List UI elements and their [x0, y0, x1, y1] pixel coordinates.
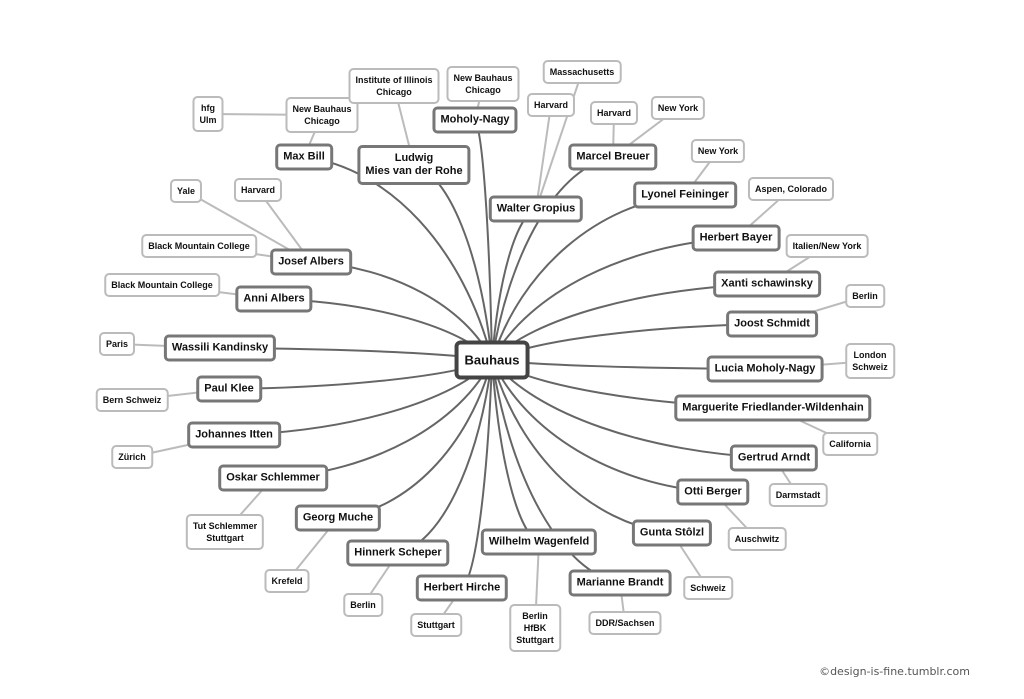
node-oskar-schlemmer[interactable]: Oskar Schlemmer — [218, 464, 328, 492]
node-georg-muche-krefeld[interactable]: Krefeld — [264, 569, 310, 593]
node-gunta-st-lzl-schweiz[interactable]: Schweiz — [683, 576, 733, 600]
edge-bauhaus-wilhelm-wagenfeld — [491, 359, 540, 543]
node-johannes-itten[interactable]: Johannes Itten — [187, 421, 281, 449]
edge-bauhaus-walter-gropius — [491, 208, 537, 361]
node-josef-albers[interactable]: Josef Albers — [270, 248, 352, 276]
node-herbert-hirche-stuttgart[interactable]: Stuttgart — [410, 613, 462, 637]
node-max-bill[interactable]: Max Bill — [275, 143, 333, 171]
node-hfg-ulm[interactable]: hfg Ulm — [192, 96, 224, 132]
node-walter-gropius-massachusetts[interactable]: Massachusetts — [542, 60, 622, 84]
node-paul-klee-bern-schweiz[interactable]: Bern Schweiz — [95, 388, 169, 412]
node-wassili-kandinsky[interactable]: Wassili Kandinsky — [163, 334, 277, 362]
node-lucia-moholy-nagy-london-schweiz[interactable]: London Schweiz — [845, 343, 895, 379]
edge-bauhaus-gertrud-arndt — [491, 359, 775, 459]
node-xanti-schawinsky-italien-new-york[interactable]: Italien/New York — [785, 234, 869, 258]
node-gunta-st-lzl[interactable]: Gunta Stôlzl — [631, 519, 713, 547]
node-lyonel-feininger[interactable]: Lyonel Feininger — [633, 181, 737, 209]
node-georg-muche[interactable]: Georg Muche — [294, 504, 382, 532]
node-joost-schmidt-berlin[interactable]: Berlin — [845, 284, 885, 308]
node-otti-berger[interactable]: Otti Berger — [676, 478, 750, 506]
node-wilhelm-wagenfeld[interactable]: Wilhelm Wagenfeld — [480, 528, 598, 556]
node-walter-gropius-harvard[interactable]: Harvard — [526, 93, 576, 117]
node-marianne-brandt[interactable]: Marianne Brandt — [568, 569, 672, 597]
node-marianne-brandt-ddr-sachsen[interactable]: DDR/Sachsen — [588, 611, 662, 635]
edge-bauhaus-hinnerk-scheper — [397, 359, 493, 554]
node-herbert-bayer[interactable]: Herbert Bayer — [691, 224, 781, 252]
node-josef-albers-yale[interactable]: Yale — [169, 179, 203, 203]
node-wilhelm-wagenfeld-berlin-hfbk-stuttgart[interactable]: Berlin HfBK Stuttgart — [509, 604, 561, 652]
node-marcel-breuer-harvard[interactable]: Harvard — [589, 101, 639, 125]
edge-bauhaus-paul-klee — [228, 359, 493, 390]
edge-bauhaus-herbert-bayer — [491, 237, 737, 361]
edge-bauhaus-otti-berger — [491, 359, 714, 493]
node-walter-gropius[interactable]: Walter Gropius — [488, 195, 584, 223]
node-lucia-moholy-nagy[interactable]: Lucia Moholy-Nagy — [706, 355, 824, 383]
node-herbert-bayer-aspen-colorado[interactable]: Aspen, Colorado — [747, 177, 835, 201]
node-anni-albers[interactable]: Anni Albers — [235, 285, 313, 313]
node-joost-schmidt[interactable]: Joost Schmidt — [726, 310, 818, 338]
edge-bauhaus-moholy-nagy — [474, 119, 493, 361]
edge-bauhaus-max-bill — [303, 156, 493, 361]
node-paul-klee[interactable]: Paul Klee — [196, 375, 262, 403]
node-josef-albers-black-mountain-college[interactable]: Black Mountain College — [141, 234, 257, 258]
node-herbert-hirche[interactable]: Herbert Hirche — [415, 574, 509, 602]
node-moholy-nagy[interactable]: Moholy-Nagy — [432, 106, 518, 134]
node-hinnerk-scheper[interactable]: Hinnerk Scheper — [346, 539, 450, 567]
node-oskar-schlemmer-tut-schlemmer-stuttgart[interactable]: Tut Schlemmer Stuttgart — [185, 514, 265, 550]
node-johannes-itten-z-rich[interactable]: Zürich — [111, 445, 153, 469]
credit-text: ©design-is-fine.tumblr.com — [819, 665, 970, 678]
node-josef-albers-harvard[interactable]: Harvard — [233, 178, 283, 202]
node-gertrud-arndt-darmstadt[interactable]: Darmstadt — [768, 483, 828, 507]
node-anni-albers-black-mountain-college[interactable]: Black Mountain College — [104, 273, 220, 297]
node-otti-berger-auschwitz[interactable]: Auschwitz — [727, 527, 787, 551]
node-moholy-nagy-new-bauhaus-chicago[interactable]: New Bauhaus Chicago — [446, 66, 520, 102]
node-hinnerk-scheper-berlin[interactable]: Berlin — [343, 593, 383, 617]
edge-bauhaus-ludwig-mies-van-der-rohe — [413, 164, 493, 361]
node-ludwig-mies-van-der-rohe-institute-of-illinois-chicago[interactable]: Institute of Illinois Chicago — [348, 68, 440, 104]
node-marguerite-friedlander-wildenhain[interactable]: Marguerite Friedlander-Wildenhain — [674, 394, 872, 422]
node-max-bill-new-bauhaus-chicago[interactable]: New Bauhaus Chicago — [285, 97, 359, 133]
node-marguerite-friedlander-wildenhain-california[interactable]: California — [822, 432, 878, 456]
node-lyonel-feininger-new-york[interactable]: New York — [690, 139, 746, 163]
node-marcel-breuer[interactable]: Marcel Breuer — [568, 143, 658, 171]
node-xanti-schawinsky[interactable]: Xanti schawinsky — [713, 270, 821, 298]
node-gertrud-arndt[interactable]: Gertrud Arndt — [729, 444, 819, 472]
node-marcel-breuer-new-york[interactable]: New York — [650, 96, 706, 120]
node-ludwig-mies-van-der-rohe[interactable]: Ludwig Mies van der Rohe — [357, 145, 471, 185]
edge-walter-gropius-harvard — [535, 104, 552, 210]
node-wassili-kandinsky-paris[interactable]: Paris — [98, 332, 136, 356]
center-node-bauhaus[interactable]: Bauhaus — [454, 340, 530, 380]
